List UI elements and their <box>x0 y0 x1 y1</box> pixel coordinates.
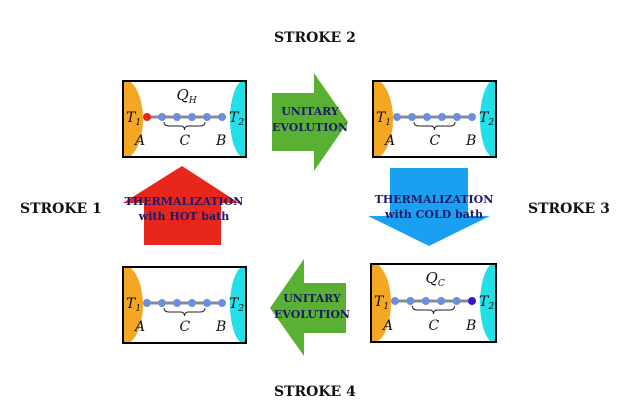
spin-site <box>218 299 226 307</box>
spin-site <box>452 297 461 305</box>
spin-site <box>203 299 211 307</box>
t2-label: T2 <box>479 110 494 128</box>
spin-site <box>421 297 430 305</box>
site-c-label: C <box>180 133 191 149</box>
site-c-label: C <box>429 318 440 334</box>
arrow-shape <box>272 73 348 171</box>
site-b-label: B <box>465 133 476 149</box>
cold-thermalization-arrow: THERMALIZATION with COLD bath <box>368 168 493 246</box>
hot-bath-shape <box>123 267 143 343</box>
middle-brace <box>163 121 206 131</box>
box-border <box>122 80 247 158</box>
system-box-bl: T1 T2A C B <box>122 266 247 344</box>
stroke-4-label: STROKE 4 <box>274 384 356 400</box>
spin-site <box>203 113 211 121</box>
spin-site <box>143 299 151 307</box>
arrow-shape <box>368 168 490 246</box>
site-a-label: A <box>383 133 395 149</box>
spin-site <box>438 113 446 121</box>
arrow-text-line1: UNITARY <box>281 105 339 118</box>
heat-label: QC <box>426 269 445 289</box>
arrow-text-line1: THERMALIZATION <box>375 193 494 206</box>
middle-brace <box>411 305 456 315</box>
spin-site <box>173 113 181 121</box>
system-box-br: QC T1 T2A C B <box>370 263 497 343</box>
spin-site <box>408 113 416 121</box>
heat-label: QH <box>177 86 197 106</box>
box-border <box>372 80 497 158</box>
spin-site <box>158 299 166 307</box>
system-box-tr: T1 T2A C B <box>372 80 497 158</box>
spin-site <box>453 113 461 121</box>
spin-site <box>188 113 196 121</box>
spin-site <box>437 297 446 305</box>
site-c-label: C <box>180 319 191 335</box>
spin-site <box>468 113 476 121</box>
spin-site <box>173 299 181 307</box>
stroke-3-label: STROKE 3 <box>528 201 610 217</box>
box-background <box>373 81 496 157</box>
site-a-label: A <box>133 133 145 149</box>
hot-bath-shape <box>371 264 391 342</box>
unitary-evolution-arrow-bottom: UNITARY EVOLUTION <box>270 259 350 356</box>
spin-site <box>188 299 196 307</box>
hot-thermalization-arrow: THERMALIZATION with HOT bath <box>123 166 243 245</box>
t2-label: T2 <box>229 110 244 128</box>
site-b-label: B <box>215 319 226 335</box>
box-background <box>123 267 246 343</box>
spin-site <box>468 297 476 305</box>
arrow-text-line2: with COLD bath <box>384 208 483 221</box>
t1-label: T1 <box>376 110 391 128</box>
spin-site <box>143 113 151 121</box>
hot-bath-shape <box>373 81 393 157</box>
middle-brace <box>413 121 456 131</box>
spin-site <box>406 297 415 305</box>
t2-label: T2 <box>229 296 244 314</box>
middle-brace <box>163 307 206 317</box>
site-b-label: B <box>215 133 226 149</box>
arrow-text-line2: with HOT bath <box>138 210 229 223</box>
hot-bath-shape <box>123 81 143 157</box>
unitary-evolution-arrow-top: UNITARY EVOLUTION <box>272 73 348 171</box>
site-b-label: B <box>465 318 476 334</box>
arrow-text-line2: EVOLUTION <box>272 121 348 134</box>
cold-bath-shape <box>230 267 246 343</box>
box-border <box>122 266 247 344</box>
system-box-tl: QH T1 T2A C B <box>122 80 247 158</box>
arrow-shape <box>123 166 239 245</box>
stroke-1-label: STROKE 1 <box>20 201 102 217</box>
arrow-text-line2: EVOLUTION <box>274 308 350 321</box>
cold-bath-shape <box>480 264 496 342</box>
spin-site <box>218 113 226 121</box>
site-a-label: A <box>133 319 145 335</box>
spin-site <box>393 113 401 121</box>
arrow-text-line1: THERMALIZATION <box>125 195 244 208</box>
spin-site <box>391 297 399 305</box>
t1-label: T1 <box>126 110 141 128</box>
site-c-label: C <box>430 133 441 149</box>
arrow-shape <box>270 259 346 356</box>
site-a-label: A <box>381 318 393 334</box>
box-background <box>123 81 246 157</box>
t1-label: T1 <box>374 294 389 312</box>
box-border <box>370 263 497 343</box>
cold-bath-shape <box>230 81 246 157</box>
stroke-2-label: STROKE 2 <box>274 30 356 46</box>
t2-label: T2 <box>479 294 494 312</box>
t1-label: T1 <box>126 296 141 314</box>
arrow-text-line1: UNITARY <box>283 292 341 305</box>
cold-bath-shape <box>480 81 496 157</box>
spin-site <box>158 113 166 121</box>
spin-site <box>423 113 431 121</box>
